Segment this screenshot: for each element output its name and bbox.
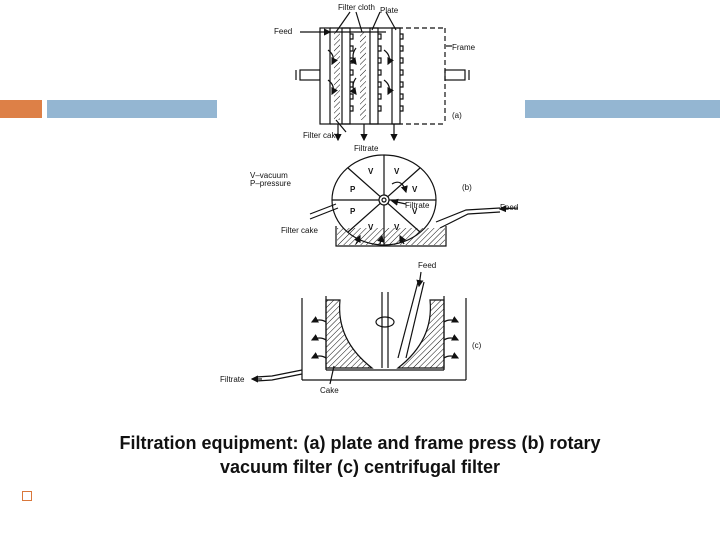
label-plate: Plate bbox=[380, 6, 399, 15]
sector-v-4: V bbox=[412, 207, 418, 216]
label-feed-b: Feed bbox=[500, 203, 518, 212]
header-bar-blue-right bbox=[525, 100, 720, 118]
sector-v-1: V bbox=[368, 167, 374, 176]
label-v-vacuum: V–vacuum bbox=[250, 171, 288, 180]
plate-frame-press-diagram bbox=[295, 11, 470, 142]
label-p-pressure: P–pressure bbox=[250, 179, 291, 188]
label-filtrate-a: Filtrate bbox=[354, 144, 379, 153]
sector-v-5: V bbox=[368, 223, 374, 232]
centrifugal-filter-diagram bbox=[250, 271, 467, 385]
label-filtrate-c: Filtrate bbox=[220, 375, 245, 384]
sector-v-3: V bbox=[412, 185, 418, 194]
label-feed-a: Feed bbox=[274, 27, 292, 36]
sector-v-6: V bbox=[394, 223, 400, 232]
tag-a: (a) bbox=[452, 111, 462, 120]
header-bar-blue-left bbox=[47, 100, 217, 118]
sector-v-2: V bbox=[394, 167, 400, 176]
sector-p-2: P bbox=[350, 207, 356, 216]
label-filtrate-b: Filtrate bbox=[405, 201, 430, 210]
tag-c: (c) bbox=[472, 341, 482, 350]
figure-caption-line-2: vacuum filter (c) centrifugal filter bbox=[219, 457, 501, 477]
figure-caption-line-1: Filtration equipment: (a) plate and fram… bbox=[119, 433, 601, 453]
filtration-equipment-figure: Filter cloth Plate Feed Frame (a) Filter… bbox=[220, 3, 519, 395]
label-feed-c: Feed bbox=[418, 261, 436, 270]
rotary-vacuum-filter-diagram bbox=[309, 154, 519, 247]
label-frame: Frame bbox=[452, 43, 476, 52]
sector-p-1: P bbox=[350, 185, 356, 194]
header-bar-orange bbox=[0, 100, 42, 118]
label-cake: Cake bbox=[320, 386, 339, 395]
label-filter-cloth: Filter cloth bbox=[338, 3, 375, 12]
label-filter-cake-a: Filter cake bbox=[303, 131, 340, 140]
tag-b: (b) bbox=[462, 183, 472, 192]
hollow-square-bullet-icon bbox=[22, 491, 32, 501]
label-filter-cake-b: Filter cake bbox=[281, 226, 318, 235]
